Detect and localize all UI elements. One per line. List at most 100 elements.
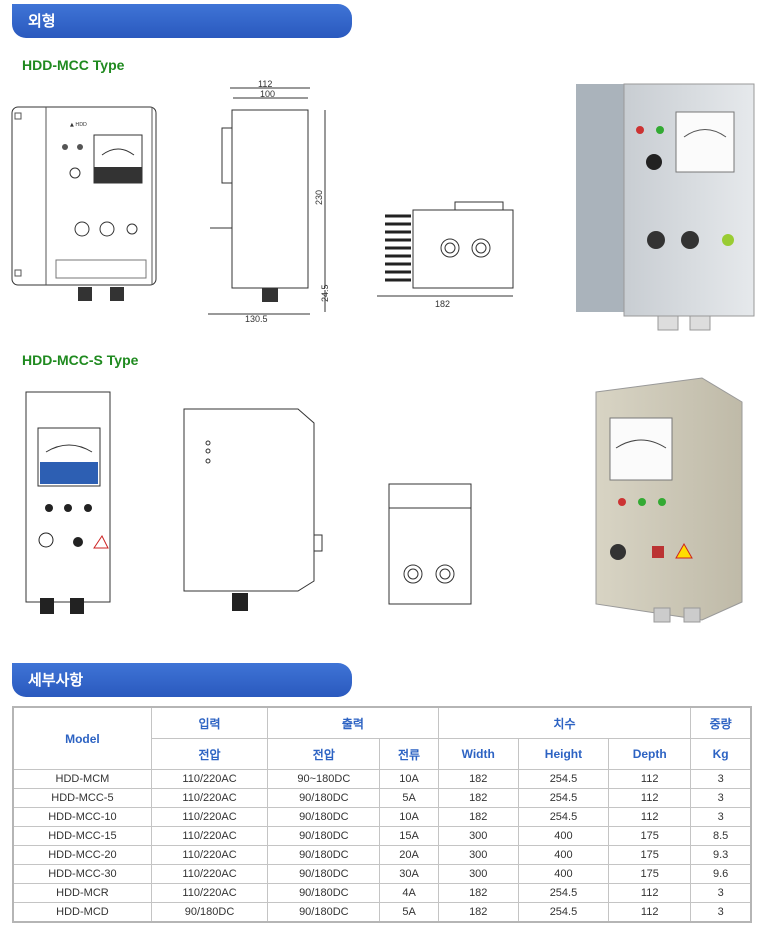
table-cell: 182: [437, 902, 519, 923]
mcc-type-title: HDD-MCC Type: [22, 57, 125, 73]
table-cell: 3: [690, 807, 752, 827]
dim-182: 182: [435, 299, 450, 309]
table-cell: 112: [608, 788, 692, 808]
table-cell: 9.3: [690, 845, 752, 865]
table-cell: 10A: [379, 807, 439, 827]
mcc-bottom-drawing: 182: [377, 201, 514, 309]
table-cell: HDD-MCD: [12, 902, 152, 923]
header-input-voltage: 전압: [150, 738, 269, 770]
table-cell: 110/220AC: [150, 826, 269, 846]
table-cell: 254.5: [517, 807, 610, 827]
header-input: 입력: [150, 706, 269, 739]
spec-table: Model 입력 출력 치수 중량 전압 전압 전류 Width Height …: [12, 706, 752, 923]
table-cell: 112: [608, 902, 692, 923]
table-cell: 175: [608, 826, 692, 846]
table-cell: 90/180DC: [267, 807, 381, 827]
table-cell: HDD-MCM: [12, 769, 152, 789]
table-cell: 5A: [379, 902, 439, 923]
table-cell: 112: [608, 883, 692, 903]
table-cell: HDD-MCC-10: [12, 807, 152, 827]
table-cell: 175: [608, 845, 692, 865]
table-cell: 182: [437, 807, 519, 827]
table-cell: 90/180DC: [267, 883, 381, 903]
table-cell: HDD-MCR: [12, 883, 152, 903]
header-output-voltage: 전압: [267, 738, 381, 770]
table-cell: 182: [437, 788, 519, 808]
appearance-section-tab: 외형: [12, 4, 352, 38]
table-cell: 110/220AC: [150, 807, 269, 827]
table-cell: HDD-MCC-15: [12, 826, 152, 846]
table-cell: 90/180DC: [267, 902, 381, 923]
table-cell: 90/180DC: [267, 788, 381, 808]
mcc-s-side-drawing: [183, 408, 323, 611]
table-cell: 110/220AC: [150, 769, 269, 789]
table-cell: HDD-MCC-5: [12, 788, 152, 808]
table-cell: HDD-MCC-20: [12, 845, 152, 865]
table-cell: 112: [608, 769, 692, 789]
table-cell: 300: [437, 826, 519, 846]
table-cell: 254.5: [517, 883, 610, 903]
table-cell: 3: [690, 788, 752, 808]
table-cell: 400: [517, 845, 610, 865]
table-cell: 90/180DC: [267, 845, 381, 865]
table-cell: 110/220AC: [150, 883, 269, 903]
header-height: Height: [517, 738, 610, 770]
table-cell: 30A: [379, 864, 439, 884]
table-cell: 110/220AC: [150, 864, 269, 884]
mcc-s-bottom-drawing: [388, 483, 472, 605]
header-depth: Depth: [608, 738, 692, 770]
dim-24-5: 24.5: [320, 284, 330, 302]
table-cell: 300: [437, 864, 519, 884]
table-cell: 90/180DC: [267, 826, 381, 846]
header-dimension: 치수: [437, 706, 692, 739]
table-cell: 400: [517, 826, 610, 846]
details-section-tab: 세부사항: [12, 663, 352, 697]
table-cell: 3: [690, 769, 752, 789]
table-cell: 112: [608, 807, 692, 827]
table-cell: 110/220AC: [150, 788, 269, 808]
table-cell: 3: [690, 883, 752, 903]
table-cell: 182: [437, 883, 519, 903]
mcc-s-product-photo: [595, 377, 743, 623]
table-cell: 400: [517, 864, 610, 884]
header-width: Width: [437, 738, 519, 770]
table-cell: 5A: [379, 788, 439, 808]
header-kg: Kg: [690, 738, 752, 770]
table-cell: HDD-MCC-30: [12, 864, 152, 884]
dim-130-5: 130.5: [245, 314, 268, 323]
mcc-product-photo: [576, 83, 755, 331]
table-cell: 182: [437, 769, 519, 789]
table-cell: 3: [690, 902, 752, 923]
table-cell: 90~180DC: [267, 769, 381, 789]
appearance-section-label: 외형: [28, 12, 56, 30]
header-output-current: 전류: [379, 738, 439, 770]
table-cell: 10A: [379, 769, 439, 789]
table-cell: 8.5: [690, 826, 752, 846]
details-section-label: 세부사항: [28, 671, 84, 689]
dim-100: 100: [260, 89, 275, 99]
header-output: 출력: [267, 706, 439, 739]
svg-text:▲ HDD: ▲ HDD: [70, 122, 87, 128]
table-cell: 9.6: [690, 864, 752, 884]
table-cell: 175: [608, 864, 692, 884]
dim-112: 112: [258, 79, 272, 89]
dim-230: 230: [314, 190, 324, 205]
table-cell: 90/180DC: [267, 864, 381, 884]
table-cell: 254.5: [517, 769, 610, 789]
mcc-s-type-title: HDD-MCC-S Type: [22, 352, 139, 368]
table-cell: 254.5: [517, 902, 610, 923]
mcc-s-front-drawing: [25, 391, 111, 614]
table-cell: 254.5: [517, 788, 610, 808]
header-weight: 중량: [690, 706, 752, 739]
table-cell: 4A: [379, 883, 439, 903]
table-cell: 300: [437, 845, 519, 865]
mcc-front-drawing: ▲ HDD: [11, 106, 157, 301]
